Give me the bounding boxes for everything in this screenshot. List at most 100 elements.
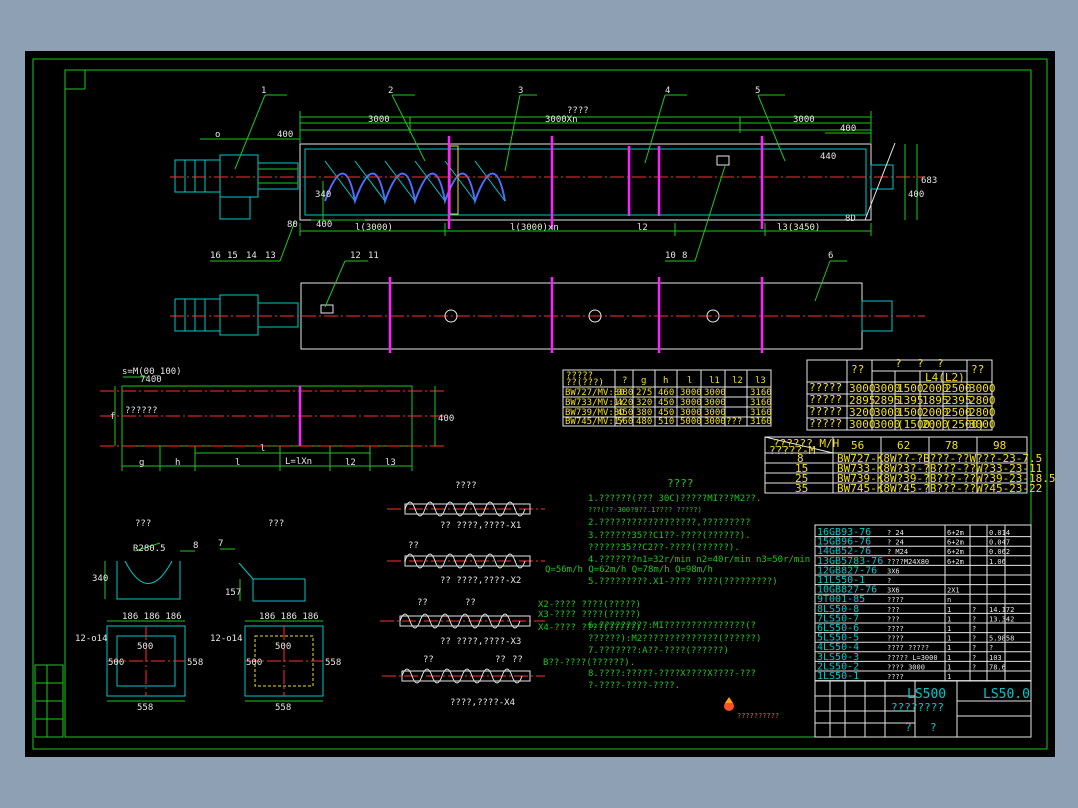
t3-h3: 78: [945, 439, 958, 452]
t3-r4-c0: 35: [795, 482, 808, 495]
tail-bearing: [870, 164, 894, 190]
note-5c: X3-???? ????(?????): [538, 610, 641, 620]
dim-80: 80: [287, 220, 298, 230]
parts-cell: 13.342: [989, 615, 1014, 623]
parts-cell: 2LS50-2: [817, 661, 859, 672]
dim-h: h: [175, 458, 180, 468]
table-drive-models: ?????? M/H ?????-M 56 62 78 98 8 BW727-K…: [764, 436, 1055, 495]
note-6: 6.?????????:MI???????????????(?: [588, 621, 756, 631]
t1-r1-l3: 3160: [750, 388, 772, 398]
bolt-view-mid: ??????: [125, 406, 158, 416]
callout-8: 8: [193, 541, 198, 551]
t3-r3-c0: 25: [795, 472, 808, 485]
t2-h2: ?: [895, 357, 902, 370]
parts-cell: ????: [887, 625, 904, 633]
dim-l3: l3(3450): [777, 223, 820, 233]
note-7b: B??-????(??????).: [543, 658, 635, 668]
balloon-5: 5: [755, 86, 760, 96]
screw-section-title: ????: [455, 481, 477, 491]
dim-683: 683: [921, 176, 937, 186]
title-bottom-1: ?: [905, 721, 912, 734]
t2-r4-c5: (2500): [945, 418, 985, 431]
parts-cell: ?: [972, 625, 976, 633]
t1-r1-g: 275: [636, 388, 652, 398]
t2-r3-c0: ?????: [809, 405, 842, 418]
dim-340-end: 340: [92, 574, 108, 584]
dim-lxn-bottom: L=lXn: [285, 457, 312, 467]
dim-400: 400: [277, 130, 293, 140]
notes-title: ????: [667, 477, 694, 490]
t1-r3-c0: BW739/MV:8D: [565, 408, 625, 418]
t2-h4: ?: [937, 357, 944, 370]
hole-callout-right: 12-o14: [210, 634, 243, 644]
t2-h5: ??: [971, 363, 984, 376]
t1-r2-l1: 3000: [704, 398, 726, 408]
screw-x2-tag: ??: [408, 541, 419, 551]
parts-cell: 1: [947, 673, 951, 681]
parts-cell: 14GB52-76: [817, 546, 871, 557]
parts-cell: 9T001-85: [817, 594, 865, 605]
t1-header-h: h: [663, 376, 668, 386]
t2-r1-c2: 3000: [874, 382, 901, 395]
parts-cell: 6+2m: [947, 539, 964, 547]
drawing-canvas: 1 2 3 4 5 16 15 14 13 10 8 o 400 3000 30…: [25, 51, 1055, 757]
parts-cell: 6+2m: [947, 558, 964, 566]
t2-r3-c2: 3000: [874, 406, 901, 419]
parts-cell: 10GB827-76: [817, 585, 877, 596]
inner-frame: [64, 69, 1032, 738]
screw-x1-label: ?? ????,????-X1: [440, 521, 521, 531]
trough-end-profile: [116, 560, 181, 600]
t3-r1-c0: 8: [797, 452, 804, 465]
balloon-6: 6: [828, 251, 833, 261]
note-3b: ??????35??C2??-????(??????).: [588, 543, 740, 553]
t2-r4-c3: (1500): [897, 418, 937, 431]
dim-l2: l2: [637, 223, 648, 233]
screw-x3: ?? ????,????-X3 ?? ?? ??: [380, 598, 545, 665]
t1-header-f: ?: [622, 376, 627, 386]
t2-r3-c1: 3200: [849, 406, 876, 419]
parts-cell: 1LS50-1: [817, 671, 859, 682]
t2-r4-c6: 3000: [969, 418, 996, 431]
balloon-4: 4: [665, 86, 670, 96]
dim-l-bottom: l: [235, 458, 240, 468]
dim-l3-bottom: l3: [385, 458, 396, 468]
note-7: 7.???????:A??-????(??????): [588, 646, 729, 656]
note-5d: X4-???? ????(?????).: [538, 623, 646, 633]
balloon-16: 16: [210, 251, 221, 261]
title-block: LS500 LS50.0 ???????? ? ?: [891, 687, 1030, 734]
parts-cell: ?: [972, 606, 976, 614]
screw-x3-label: ?? ????,????-X3: [440, 637, 521, 647]
section-title-2: ???: [268, 519, 284, 529]
coupling: [257, 162, 299, 190]
callout-7: 7: [218, 539, 223, 549]
front-view: [170, 94, 925, 262]
title-name: LS500: [907, 687, 946, 702]
t2-r3-c4: 2000: [922, 406, 949, 419]
t2-r1-c6: 3000: [969, 382, 996, 395]
parts-cell: 1: [947, 625, 951, 633]
screw-x2: ?? ????,????-X2 ??: [387, 541, 545, 586]
parts-cell: ?: [989, 644, 993, 652]
t1-header-l: l: [687, 376, 692, 386]
outer-frame: [32, 58, 1048, 750]
parts-cell: 78.6: [989, 663, 1006, 671]
t1-r3-f: 450: [617, 408, 633, 418]
parts-cell: 6+2m: [947, 548, 964, 556]
dim-400-height: 400: [908, 190, 924, 200]
t1-r4-l: 5000: [680, 417, 702, 427]
t1-r1-h: 460: [658, 388, 674, 398]
note-6b: ??????):M2??????????????(??????): [588, 634, 761, 644]
t3-h0: ?????? M/H: [773, 437, 839, 450]
dim-400-bottom: 400: [316, 220, 332, 230]
parts-cell: 3X6: [887, 587, 900, 595]
title-code: LS50.0: [983, 687, 1030, 702]
parts-cell: 14.172: [989, 606, 1014, 614]
t2-r1-c5: 2500: [945, 382, 972, 395]
t1-r3-h: 450: [658, 408, 674, 418]
parts-cell: 1: [947, 635, 951, 643]
dim-500-side-right: 500: [246, 658, 262, 668]
note-4b: Q=56m/h Q=62m/h Q=78m/h Q=98m/h: [545, 565, 713, 575]
t3-h4: 98: [993, 439, 1006, 452]
t1-header-g: g: [641, 376, 646, 386]
parts-cell: 13GB5783-76: [817, 556, 883, 567]
